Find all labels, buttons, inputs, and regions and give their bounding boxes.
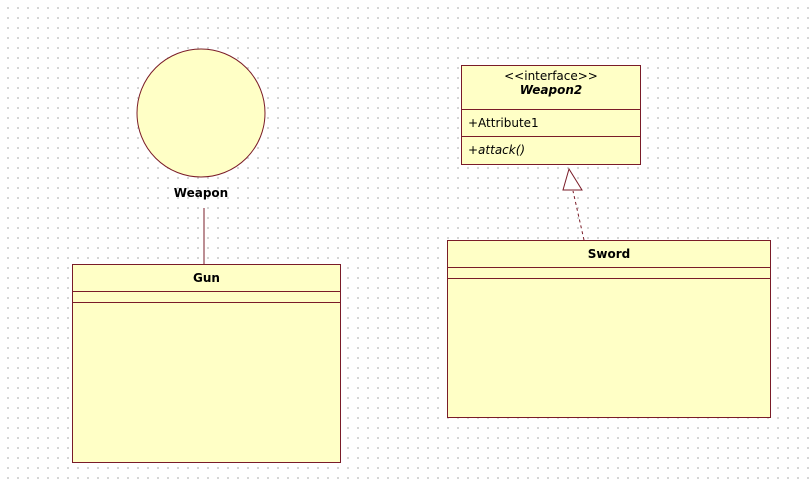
sword-class-name: Sword (448, 241, 770, 268)
gun-attributes-compartment (73, 292, 340, 303)
interface-name: Weapon2 (519, 83, 583, 97)
weapon2-interface-class[interactable]: <<interface>> Weapon2 +Attribute1 +attac… (461, 65, 641, 165)
gun-class[interactable]: Gun (72, 264, 341, 463)
attribute-item[interactable]: +Attribute1 (468, 116, 539, 130)
operation-item[interactable]: +attack() (468, 143, 526, 157)
operations-compartment: +attack() (462, 137, 640, 163)
interface-stereotype: <<interface>> (504, 69, 598, 83)
sword-attributes-compartment (448, 268, 770, 279)
weapon-interface-label[interactable]: Weapon (173, 186, 229, 200)
interface-circle-icon[interactable] (136, 48, 266, 178)
attributes-compartment: +Attribute1 (462, 110, 640, 137)
realization-arrowhead-icon (562, 167, 583, 191)
sword-class[interactable]: Sword (447, 240, 771, 418)
sword-weapon2-realization-line[interactable] (572, 190, 585, 241)
interface-header: <<interface>> Weapon2 (462, 66, 640, 110)
gun-class-name: Gun (73, 265, 340, 292)
